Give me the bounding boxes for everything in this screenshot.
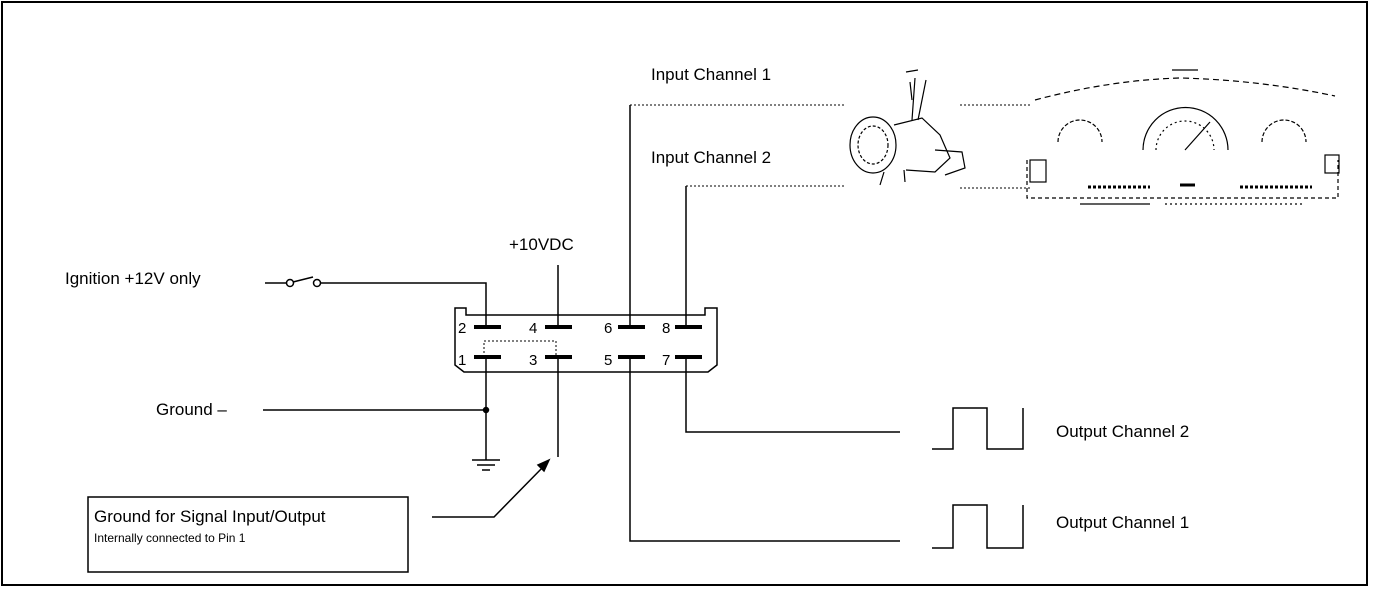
supply-label: +10VDC (509, 235, 574, 254)
input-channel-1-label: Input Channel 1 (651, 65, 771, 84)
connector-housing (454, 307, 718, 373)
signal-ground-title: Ground for Signal Input/Output (94, 507, 326, 526)
pin-8-number: 8 (662, 320, 670, 337)
output-2-pulse (932, 407, 1024, 450)
leader-arrowhead (536, 458, 551, 473)
pin-7-wire (685, 357, 900, 433)
output-1-pulse (932, 504, 1024, 549)
switch-contact-right (312, 278, 322, 288)
pin-7-number: 7 (662, 352, 670, 369)
ground-junction (482, 406, 490, 414)
pin-1-number: 1 (458, 352, 466, 369)
signal-ground-note: Internally connected to Pin 1 (94, 531, 246, 545)
signal-ground-leader (432, 464, 546, 518)
output-channel-2-label: Output Channel 2 (1056, 422, 1189, 441)
ignition-wire-to-pin2 (321, 282, 487, 327)
signal-ground-box (87, 496, 409, 573)
instrument-cluster-icon (1026, 69, 1340, 205)
ground-symbol (472, 459, 500, 471)
speed-sensor-icon (849, 69, 966, 186)
input-channel-2-label: Input Channel 2 (651, 148, 771, 167)
output-channel-1-label: Output Channel 1 (1056, 513, 1189, 532)
ground-label: Ground – (156, 400, 227, 419)
pin-5-wire (629, 357, 900, 542)
pin-4-number: 4 (529, 320, 537, 337)
pin-3-number: 3 (529, 352, 537, 369)
pin-2-number: 2 (458, 320, 466, 337)
switch-lever (292, 276, 314, 283)
ignition-label: Ignition +12V only (65, 269, 201, 288)
pin-6-number: 6 (604, 320, 612, 337)
internal-link (483, 340, 557, 357)
pin-5-number: 5 (604, 352, 612, 369)
switch-contact-left (285, 278, 295, 288)
